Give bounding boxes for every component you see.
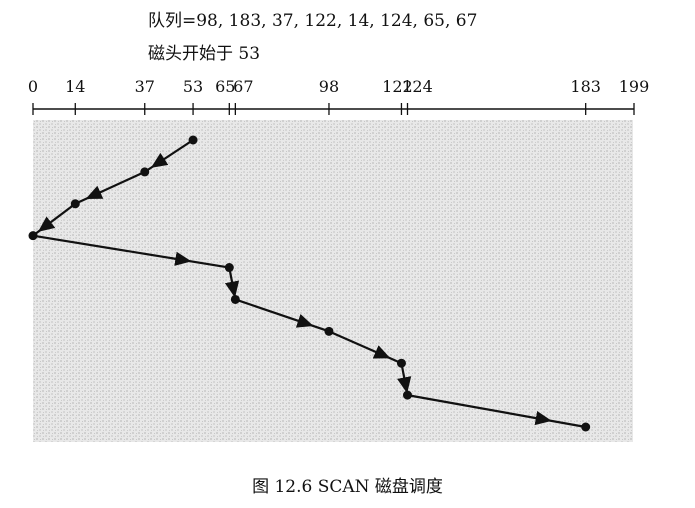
axis-tick-label: 183: [570, 77, 601, 96]
axis-tick-label: 65: [215, 77, 235, 96]
seek-direction-arrow: [372, 345, 391, 359]
seek-direction-arrow: [150, 152, 169, 168]
seek-path: [28, 135, 591, 432]
axis-tick-label: 37: [135, 77, 155, 96]
axis-tick-label: 14: [65, 77, 85, 96]
axis-tick-label: 124: [402, 77, 433, 96]
axis-tick-label: 122: [382, 77, 413, 96]
figure-caption: 图 12.6 SCAN 磁盘调度: [252, 477, 443, 497]
seek-segment: [32, 234, 230, 269]
seek-point: [402, 390, 412, 400]
seek-point: [28, 231, 38, 241]
seek-direction-arrow: [532, 410, 552, 426]
seek-direction-arrow: [170, 251, 192, 266]
seek-point: [230, 294, 240, 304]
seek-direction-arrow: [295, 314, 314, 328]
seek-direction-arrow: [85, 185, 104, 200]
seek-point: [224, 263, 234, 273]
axis-tick-label: 199: [619, 77, 650, 96]
head-start-label: 磁头开始于 53: [148, 44, 261, 64]
axis-tick-label: 67: [233, 77, 253, 96]
axis-tick-label: 0: [28, 77, 38, 96]
seek-point: [396, 358, 406, 368]
seek-point: [581, 422, 591, 432]
seek-point: [70, 199, 80, 209]
seek-point: [140, 167, 150, 177]
seek-direction-arrow: [37, 216, 56, 232]
background-texture: [33, 120, 633, 442]
seek-segment: [407, 394, 586, 429]
seek-point: [324, 326, 334, 336]
axis-tick-label: 53: [183, 77, 203, 96]
seek-point: [188, 135, 198, 145]
queue-label: 队列=98, 183, 37, 122, 14, 124, 65, 67: [148, 11, 478, 31]
axis-tick-label: 98: [319, 77, 339, 96]
